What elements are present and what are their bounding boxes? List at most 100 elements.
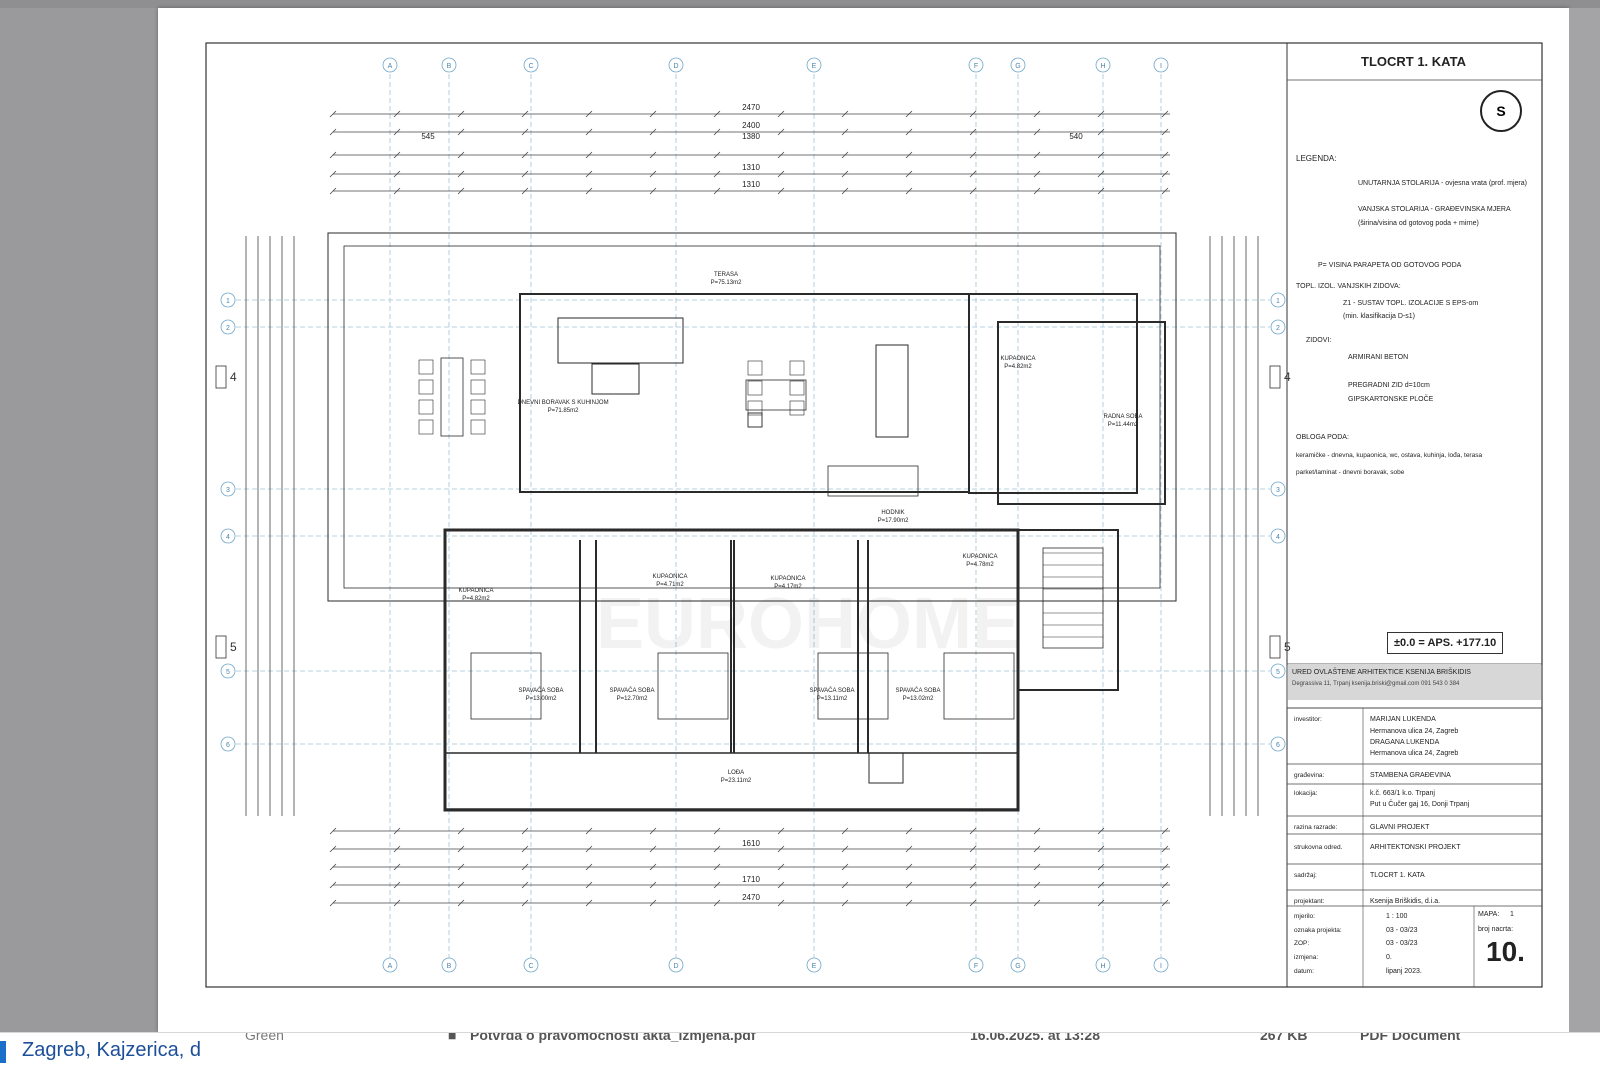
room-area: P=13.00m2: [526, 696, 558, 702]
tb-row-label: sadržaj:: [1294, 872, 1317, 879]
dim-bottom-3: 2470: [742, 893, 760, 902]
room-name: SPAVAĆA SOBA: [518, 687, 563, 694]
axis-label: 6: [226, 742, 230, 749]
zidovi-3: GIPSKARTONSKE PLOČE: [1348, 396, 1434, 403]
tb-row-value: Hermanova ulica 24, Zagreb: [1370, 728, 1459, 735]
walls-note-2: (min. klasifikacija D-s1): [1343, 313, 1415, 320]
dim-top-5: 540: [1069, 132, 1083, 141]
legend-title: LEGENDA:: [1296, 154, 1337, 163]
axis-marker: [441, 957, 457, 973]
axis-label: G: [1015, 63, 1020, 70]
section-label: 4: [230, 370, 237, 384]
tb-row-value: ARHITEKTONSKI PROJEKT: [1370, 844, 1461, 851]
axis-marker: [220, 528, 236, 544]
file-type: PDF Document: [1360, 1032, 1461, 1043]
axis-label: E: [812, 963, 817, 970]
tb-row-value: DRAGANA LUKENDA: [1370, 739, 1440, 746]
axis-label: H: [1100, 963, 1105, 970]
room-name: KUPAONICA: [963, 554, 998, 560]
tb-row-label: projektant:: [1294, 898, 1325, 905]
room-area: P=11.44m2: [1108, 422, 1139, 428]
axis-label: 2: [226, 325, 230, 332]
mapa-label: MAPA:: [1478, 911, 1500, 918]
watermark: EUROHOME: [596, 584, 1020, 664]
tb-row-label: lokacija:: [1294, 790, 1318, 797]
sheet-number: 10.: [1486, 936, 1525, 967]
tb-row-value: k.č. 663/1 k.o. Trpanj: [1370, 790, 1435, 797]
axis-marker: [1270, 292, 1286, 308]
axis-label: 6: [1276, 742, 1280, 749]
tb-row-value: Ksenija Briškidis, d.i.a.: [1370, 898, 1441, 905]
file-size: 267 KB: [1260, 1032, 1308, 1043]
tb-meta-label: oznaka projekta:: [1294, 927, 1342, 934]
axis-marker: [1270, 528, 1286, 544]
viewer-scroll-gutter[interactable]: [1569, 8, 1600, 1032]
zidovi-1: ARMIRANI BETON: [1348, 354, 1409, 361]
axis-label: B: [447, 63, 452, 70]
north-arrow-icon: S: [1480, 90, 1522, 132]
dim-top-7: 1310: [742, 180, 760, 189]
file-row[interactable]: ■ Potvrda o pravomoćnosti akta_izmjena.p…: [410, 1032, 1600, 1043]
dim-bottom-1: 1610: [742, 839, 760, 848]
axis-label: 5: [1276, 669, 1280, 676]
room-area: P=4.78m2: [966, 562, 994, 568]
axis-marker: [668, 957, 684, 973]
office-name: URED OVLAŠTENE ARHITEKTICE KSENIJA BRIŠK…: [1292, 669, 1471, 676]
floors-1: keramičke - dnevna, kupaonica, wc, ostav…: [1296, 452, 1483, 459]
room-name: KUPAONICA: [1001, 356, 1036, 362]
listing-location[interactable]: Zagreb, Kajzerica, d: [22, 1039, 201, 1061]
room-area: P=17.90m2: [878, 518, 910, 524]
room-area: P=23.11m2: [721, 778, 752, 784]
room-name: KUPAONICA: [653, 574, 688, 580]
room-area: P=75.13m2: [711, 280, 743, 286]
axis-marker: [1270, 663, 1286, 679]
axis-label: A: [388, 963, 393, 970]
floors-title: OBLOGA PODA:: [1296, 434, 1349, 441]
file-name: Potvrda o pravomoćnosti akta_izmjena.pdf: [470, 1032, 756, 1043]
sheet-title: TLOCRT 1. KATA: [1361, 54, 1466, 69]
viewer-top-bar: [0, 0, 1600, 8]
mapa-value: 1: [1510, 911, 1514, 918]
room-area: P=4.71m2: [656, 582, 684, 588]
axis-label: C: [528, 963, 533, 970]
axis-marker: [382, 957, 398, 973]
dim-total-top: 2470: [742, 103, 760, 112]
axis-marker: [806, 957, 822, 973]
axis-label: I: [1160, 963, 1162, 970]
axis-label: F: [974, 63, 978, 70]
level-note: ±0.0 = APS. +177.10: [1387, 632, 1504, 654]
axis-marker: [1095, 957, 1111, 973]
room-name: SPAVAĆA SOBA: [809, 687, 854, 694]
sidebar-item-green[interactable]: Green: [245, 1032, 284, 1043]
dim-top-2: 2400: [742, 121, 760, 130]
section-label: 4: [1284, 370, 1291, 384]
bottom-listing-bar: Zagreb, Kajzerica, d Green ■ Potvrda o p…: [0, 1032, 1600, 1067]
tb-meta-value: 03 - 03/23: [1386, 940, 1418, 947]
tb-row-label: razina razrade:: [1294, 824, 1338, 831]
section-label: 5: [230, 640, 237, 654]
room-area: P=4.17m2: [774, 584, 802, 590]
axis-label: 1: [226, 298, 230, 305]
axis-label: G: [1015, 963, 1020, 970]
tb-meta-label: mjerilo:: [1294, 913, 1315, 920]
tb-row-label: građevina:: [1294, 772, 1325, 779]
section-marker: [215, 635, 227, 659]
section-marker: [215, 365, 227, 389]
axis-label: 1: [1276, 298, 1280, 305]
axis-marker: [1095, 57, 1111, 73]
room-name: HODNIK: [881, 510, 904, 516]
section-marker: [1269, 365, 1281, 389]
axis-marker: [220, 292, 236, 308]
tb-row-value: MARIJAN LUKENDA: [1370, 716, 1436, 723]
section-label: 5: [1284, 640, 1291, 654]
axis-marker: [968, 57, 984, 73]
axis-marker: [382, 57, 398, 73]
walls-note-1: Z1 - SUSTAV TOPL. IZOLACIJE S EPS-om: [1343, 300, 1479, 307]
room-name: KUPAONICA: [771, 576, 806, 582]
axis-label: 4: [1276, 534, 1280, 541]
axis-label: D: [673, 63, 678, 70]
office-header: [1288, 664, 1541, 700]
tb-meta-value: lipanj 2023.: [1386, 968, 1422, 975]
tb-row-value: GLAVNI PROJEKT: [1370, 824, 1430, 831]
